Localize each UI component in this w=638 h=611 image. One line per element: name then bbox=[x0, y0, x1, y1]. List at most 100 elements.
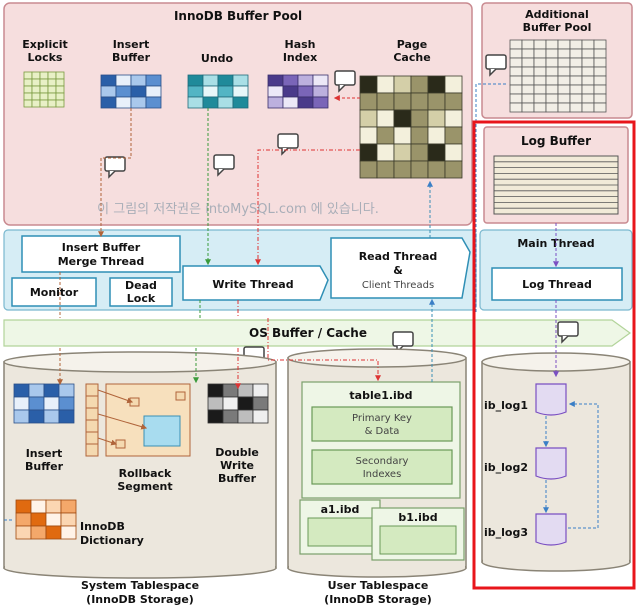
speech-bubble-icon bbox=[485, 54, 507, 77]
grid-cell bbox=[30, 525, 47, 540]
buffer-pool-title: InnoDB Buffer Pool bbox=[174, 9, 302, 23]
monitor-label: Monitor bbox=[30, 286, 79, 299]
grid-cell bbox=[569, 93, 583, 104]
dead-lock-label-1: Dead bbox=[125, 279, 157, 292]
insert-merge-label-2: Merge Thread bbox=[58, 255, 145, 268]
page-cache-label-2: Cache bbox=[393, 51, 430, 64]
grid-cell bbox=[39, 99, 49, 108]
grid-cell bbox=[545, 102, 559, 113]
grid-cell bbox=[376, 75, 395, 94]
grid-cell bbox=[202, 85, 219, 98]
grid-cell bbox=[521, 102, 535, 113]
log1-label: ib_log1 bbox=[484, 399, 528, 412]
grid-cell bbox=[427, 92, 446, 111]
grid-cell bbox=[232, 74, 249, 87]
grid-cell bbox=[557, 75, 571, 86]
grid-cell bbox=[521, 39, 535, 50]
grid-cell bbox=[509, 48, 523, 59]
grid-cell bbox=[509, 102, 523, 113]
grid-cell bbox=[187, 74, 204, 87]
grid-cell bbox=[557, 84, 571, 95]
additional-pool-grid-icon bbox=[509, 39, 607, 113]
read-thread-label-2: & bbox=[393, 264, 403, 277]
grid-cell bbox=[267, 96, 284, 109]
log3-file-icon bbox=[535, 513, 567, 546]
grid-cell bbox=[545, 39, 559, 50]
grid-cell bbox=[60, 512, 77, 527]
grid-cell bbox=[376, 109, 395, 128]
speech-bubble-icon bbox=[213, 154, 235, 177]
grid-cell bbox=[593, 93, 607, 104]
dictionary-label-2: Dictionary bbox=[80, 534, 144, 547]
explicit-locks-label-2: Locks bbox=[28, 51, 63, 64]
grid-cell bbox=[28, 396, 45, 411]
dictionary-grid-icon bbox=[15, 499, 77, 540]
log3-to-log1-arrow bbox=[568, 401, 599, 529]
log-thread-box bbox=[491, 267, 623, 301]
grid-cell bbox=[359, 160, 378, 179]
grid-cell bbox=[521, 66, 535, 77]
grid-cell bbox=[297, 96, 314, 109]
grid-cell bbox=[232, 85, 249, 98]
grid-cell bbox=[47, 99, 57, 108]
monitor-thread-box bbox=[11, 277, 97, 307]
write-to-table1-arrow bbox=[267, 318, 381, 382]
grid-cell bbox=[521, 48, 535, 59]
additional-pool-label-1: Additional bbox=[525, 8, 589, 21]
additional-pool-label-2: Buffer Pool bbox=[523, 21, 592, 34]
hash-index-label-2: Index bbox=[283, 51, 317, 64]
grid-cell bbox=[45, 499, 62, 514]
grid-cell bbox=[222, 409, 239, 424]
grid-cell bbox=[509, 93, 523, 104]
grid-cell bbox=[569, 39, 583, 50]
grid-cell bbox=[60, 525, 77, 540]
a1-inner-box bbox=[307, 517, 373, 547]
grid-cell bbox=[282, 85, 299, 98]
insert-merge-label-1: Insert Buffer bbox=[62, 241, 141, 254]
grid-cell bbox=[47, 85, 57, 94]
grid-cell bbox=[13, 396, 30, 411]
grid-cell bbox=[581, 93, 595, 104]
grid-cell bbox=[217, 96, 234, 109]
secondary-label-2: Indexes bbox=[363, 469, 402, 480]
read-thread-box bbox=[330, 237, 471, 299]
rollback-label-2: Segment bbox=[117, 480, 172, 493]
grid-cell bbox=[427, 109, 446, 128]
grid-cell bbox=[43, 409, 60, 424]
grid-cell bbox=[557, 48, 571, 59]
grid-cell bbox=[39, 92, 49, 101]
grid-cell bbox=[43, 383, 60, 398]
grid-cell bbox=[252, 396, 269, 411]
grid-cell bbox=[297, 74, 314, 87]
grid-cell bbox=[593, 57, 607, 68]
grid-cell bbox=[237, 409, 254, 424]
grid-cell bbox=[444, 126, 463, 145]
grid-cell bbox=[533, 102, 547, 113]
grid-cell bbox=[115, 96, 132, 109]
grid-cell bbox=[569, 66, 583, 77]
user-tablespace-caption-1: User Tablespace bbox=[328, 579, 429, 592]
rollback-segment-icon bbox=[85, 383, 191, 457]
insert-buffer-to-merge-arrow bbox=[98, 108, 132, 238]
grid-cell bbox=[130, 96, 147, 109]
write-to-rollback-arrow bbox=[196, 300, 200, 382]
grid-cell bbox=[187, 96, 204, 109]
insert-merge-thread-box bbox=[21, 235, 181, 273]
additional-pool-link bbox=[475, 83, 506, 312]
grid-cell bbox=[23, 92, 33, 101]
grid-cell bbox=[130, 74, 147, 87]
grid-cell bbox=[60, 499, 77, 514]
system-insert-buffer-label-1: Insert bbox=[26, 447, 63, 460]
dictionary-label-1: InnoDB bbox=[80, 520, 125, 533]
grid-cell bbox=[15, 525, 32, 540]
double-write-label-2: Write bbox=[220, 459, 254, 472]
grid-cell bbox=[359, 143, 378, 162]
grid-cell bbox=[202, 74, 219, 87]
grid-cell bbox=[557, 57, 571, 68]
primary-key-box bbox=[311, 406, 453, 442]
user-tablespace-caption-2: (InnoDB Storage) bbox=[324, 593, 432, 606]
grid-cell bbox=[581, 66, 595, 77]
grid-cell bbox=[207, 409, 224, 424]
grid-cell bbox=[569, 57, 583, 68]
grid-cell bbox=[55, 99, 65, 108]
